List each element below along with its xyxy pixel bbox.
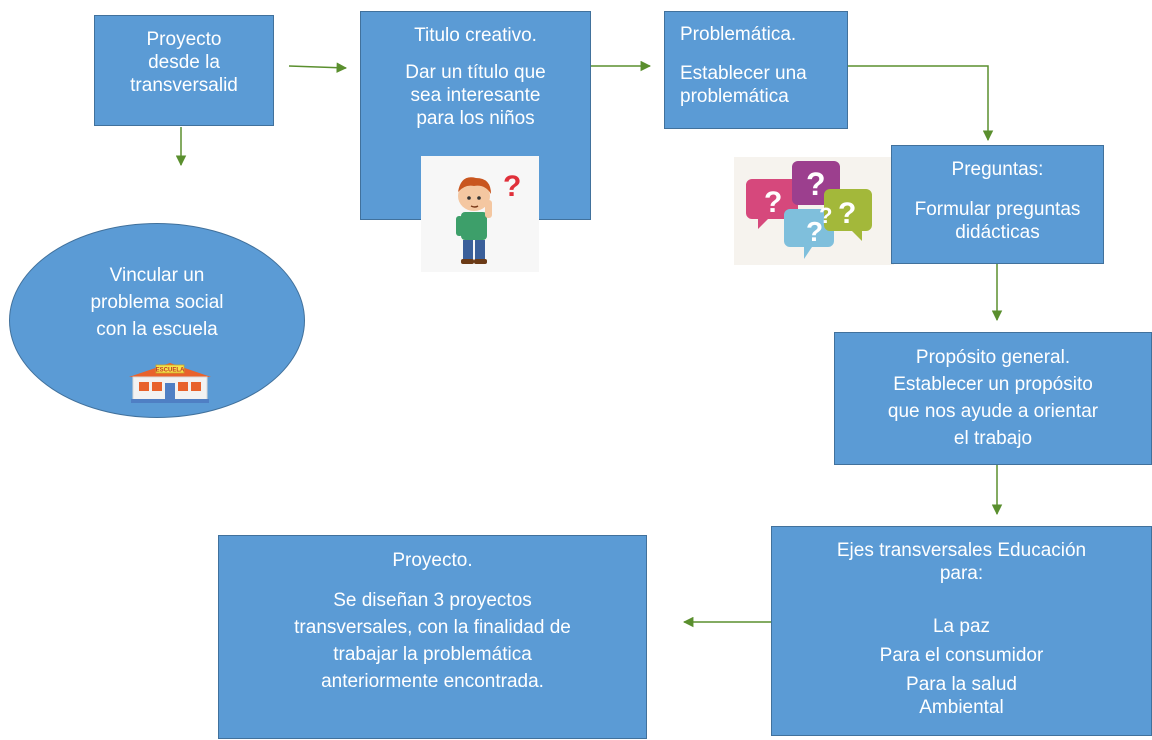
node-line: transversalid bbox=[130, 75, 238, 96]
node-line: Establecer un propósito bbox=[893, 374, 1093, 395]
node-title: para: bbox=[939, 563, 984, 584]
node-title: Problemática. bbox=[680, 24, 797, 45]
node-title: Proyecto. bbox=[392, 550, 473, 571]
question-bubbles-illustration: ? ? ? ? ? bbox=[734, 157, 894, 265]
node-line: Formular preguntas bbox=[914, 199, 1081, 220]
svg-text:?: ? bbox=[806, 216, 823, 247]
node-line: para los niños bbox=[416, 108, 535, 129]
node-line: desde la bbox=[148, 52, 220, 73]
node-line: Para el consumidor bbox=[879, 645, 1044, 666]
arrow-problematica-to-preguntas bbox=[848, 65, 994, 142]
node-proyecto-transversalidad: Proyecto desde la transversalid bbox=[94, 15, 274, 126]
node-title: Titulo creativo. bbox=[414, 25, 537, 46]
svg-text:?: ? bbox=[764, 186, 782, 219]
svg-text:?: ? bbox=[819, 203, 832, 228]
node-title: Preguntas: bbox=[951, 159, 1044, 180]
node-line: el trabajo bbox=[953, 428, 1033, 449]
node-line: didácticas bbox=[955, 222, 1040, 243]
node-line: anteriormente encontrada. bbox=[321, 671, 544, 692]
node-preguntas: Preguntas: Formular preguntas didácticas bbox=[891, 145, 1104, 264]
node-line: Ambiental bbox=[919, 697, 1004, 718]
thinking-boy-illustration: ? bbox=[421, 156, 539, 272]
node-line: Proyecto bbox=[146, 29, 222, 50]
node-line: trabajar la problemática bbox=[333, 644, 532, 665]
arrow-proyecto-to-titulo bbox=[288, 62, 348, 73]
node-line: problemática bbox=[680, 86, 789, 107]
school-sign-text: ESCUELA bbox=[156, 368, 185, 374]
node-line: Vincular un bbox=[109, 265, 205, 286]
node-line: que nos ayude a orientar bbox=[887, 401, 1099, 422]
node-line: sea interesante bbox=[410, 85, 541, 106]
svg-text:?: ? bbox=[838, 197, 856, 230]
node-line: Dar un título que bbox=[405, 62, 546, 83]
node-proposito-general: Propósito general. Establecer un propósi… bbox=[834, 332, 1152, 465]
node-line: La paz bbox=[932, 616, 991, 637]
node-problematica: Problemática. Establecer una problemátic… bbox=[664, 11, 848, 129]
node-ejes-transversales: Ejes transversales Educación para: La pa… bbox=[771, 526, 1152, 736]
node-line: Propósito general. bbox=[915, 347, 1071, 368]
node-line: con la escuela bbox=[96, 319, 218, 340]
node-title: Ejes transversales Educación bbox=[836, 540, 1087, 561]
node-line: transversales, con la finalidad de bbox=[294, 617, 571, 638]
node-line: Para la salud bbox=[906, 674, 1017, 695]
svg-text:?: ? bbox=[806, 166, 826, 202]
node-proyecto-final: Proyecto. Se diseñan 3 proyectos transve… bbox=[218, 535, 647, 739]
svg-text:?: ? bbox=[503, 170, 521, 203]
school-building-illustration: ESCUELA bbox=[125, 361, 215, 403]
node-line: problema social bbox=[90, 292, 224, 313]
node-line: Establecer una bbox=[680, 63, 807, 84]
node-line: Se diseñan 3 proyectos bbox=[333, 590, 532, 611]
